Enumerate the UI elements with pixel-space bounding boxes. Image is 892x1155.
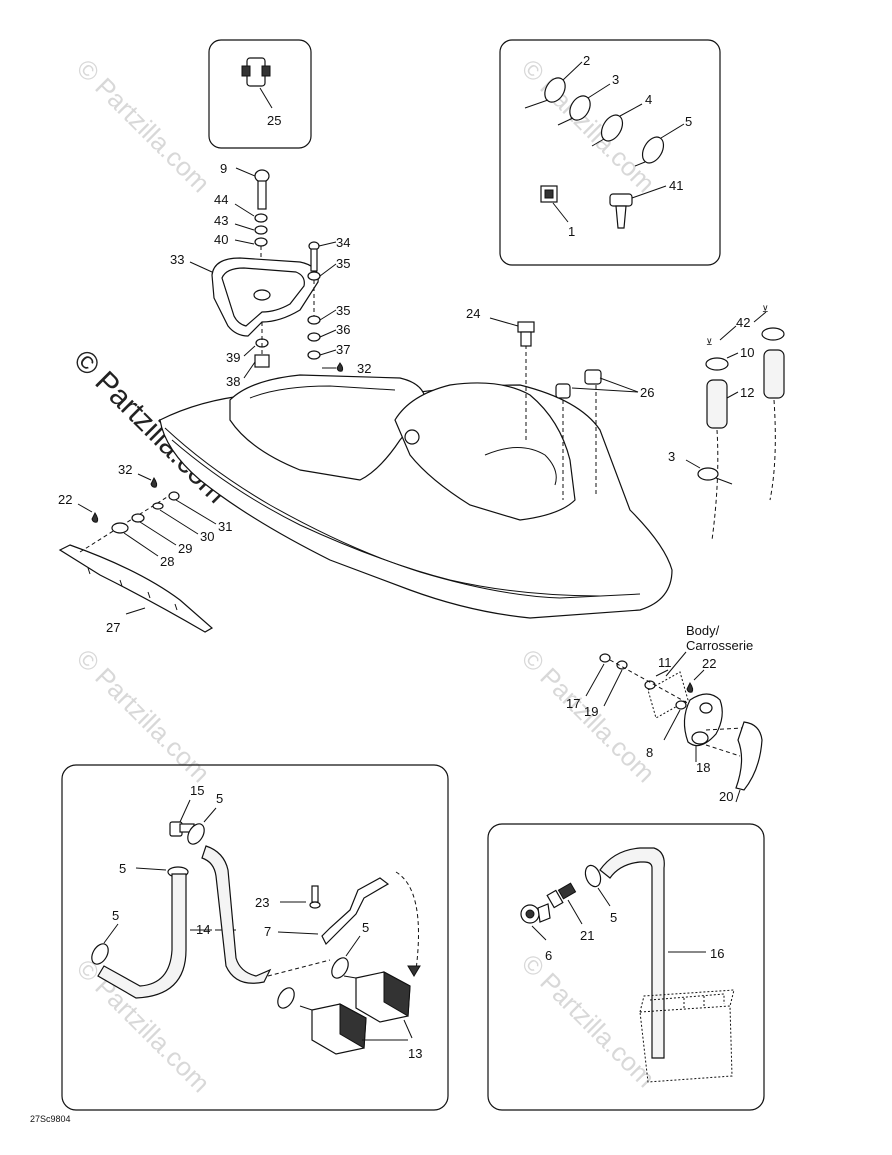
callout-22-right: 22: [702, 656, 716, 671]
callout-40: 40: [214, 232, 228, 247]
watermark-text: © Partzilla.com: [71, 53, 216, 198]
callout-5-hose-top: 5: [216, 791, 223, 806]
callout-21: 21: [580, 928, 594, 943]
callout-27: 27: [106, 620, 120, 635]
callout-43: 43: [214, 213, 228, 228]
callout-28: 28: [160, 554, 174, 569]
callout-25: 25: [267, 113, 281, 128]
callout-35-bottom: 35: [336, 303, 350, 318]
callout-20: 20: [719, 789, 733, 804]
callout-2: 2: [583, 53, 590, 68]
callout-5-battery: 5: [610, 910, 617, 925]
callout-16: 16: [710, 946, 724, 961]
handle-assembly: 9 44 43 40 33 39 38: [170, 161, 371, 389]
callout-17: 17: [566, 696, 580, 711]
callout-5-hose-left: 5: [119, 861, 126, 876]
callout-5-hose-right: 5: [362, 920, 369, 935]
callout-39: 39: [226, 350, 240, 365]
callout-5-hose-far-left: 5: [112, 908, 119, 923]
callout-44: 44: [214, 192, 228, 207]
callout-3-side: 3: [668, 449, 675, 464]
inset-battery-vent: 6 21 5 16: [487, 823, 765, 1111]
callout-22-left: 22: [58, 492, 72, 507]
body-note-line1: Body/: [686, 623, 720, 638]
callout-37: 37: [336, 342, 350, 357]
callout-15: 15: [190, 783, 204, 798]
inset-ties-fasteners: 2 3 4 5 1 41: [499, 39, 721, 266]
watermark-text: © Partzilla.com: [516, 53, 661, 198]
callout-23: 23: [255, 895, 269, 910]
watermark-text: © Partzilla.com: [516, 948, 661, 1093]
callout-32-left: 32: [118, 462, 132, 477]
callout-10: 10: [740, 345, 754, 360]
callout-4: 4: [645, 92, 652, 107]
callout-12: 12: [740, 385, 754, 400]
svg-text:⊻: ⊻: [762, 304, 769, 314]
body-note-line2: Carrosserie: [686, 638, 753, 653]
callout-42: 42: [736, 315, 750, 330]
callout-13: 13: [408, 1046, 422, 1061]
callout-5-box: 5: [685, 114, 692, 129]
diagram-code: 27Sc9804: [30, 1114, 71, 1124]
inset-clip-25: 25: [208, 39, 312, 149]
callout-32-top: 32: [357, 361, 371, 376]
callout-1: 1: [568, 224, 575, 239]
callout-34: 34: [336, 235, 350, 250]
callout-41: 41: [669, 178, 683, 193]
rub-rail-assembly: 27 22 32 28 29 30 31: [58, 462, 232, 635]
nozzle-cover-assembly: Body/ Carrosserie 22 11 17 19 8 18 20: [566, 623, 763, 804]
callout-18: 18: [696, 760, 710, 775]
callout-33: 33: [170, 252, 184, 267]
callout-11: 11: [658, 655, 672, 670]
callout-19: 19: [584, 704, 598, 719]
callout-6: 6: [545, 948, 552, 963]
callout-31: 31: [218, 519, 232, 534]
callout-29: 29: [178, 541, 192, 556]
callout-14: 14: [196, 922, 210, 937]
fittings-24-26: 24 26: [466, 306, 654, 400]
callout-24: 24: [466, 306, 480, 321]
grommets-42-10-12: ⊻ ⊻ 42 10 12 3: [668, 304, 785, 541]
watermark-text: © Partzilla.com: [71, 643, 216, 788]
callout-36: 36: [336, 322, 350, 337]
callout-9: 9: [220, 161, 227, 176]
callout-3-top: 3: [612, 72, 619, 87]
callout-7: 7: [264, 924, 271, 939]
callout-38: 38: [226, 374, 240, 389]
callout-8: 8: [646, 745, 653, 760]
svg-text:⊻: ⊻: [706, 337, 713, 347]
callout-30: 30: [200, 529, 214, 544]
callout-26: 26: [640, 385, 654, 400]
inset-vent-hoses: 15 5 5 5 14 23 7 5: [61, 764, 449, 1111]
hull-body: [159, 345, 673, 619]
watermark-text: © Partzilla.com: [71, 953, 216, 1098]
callout-35-top: 35: [336, 256, 350, 271]
